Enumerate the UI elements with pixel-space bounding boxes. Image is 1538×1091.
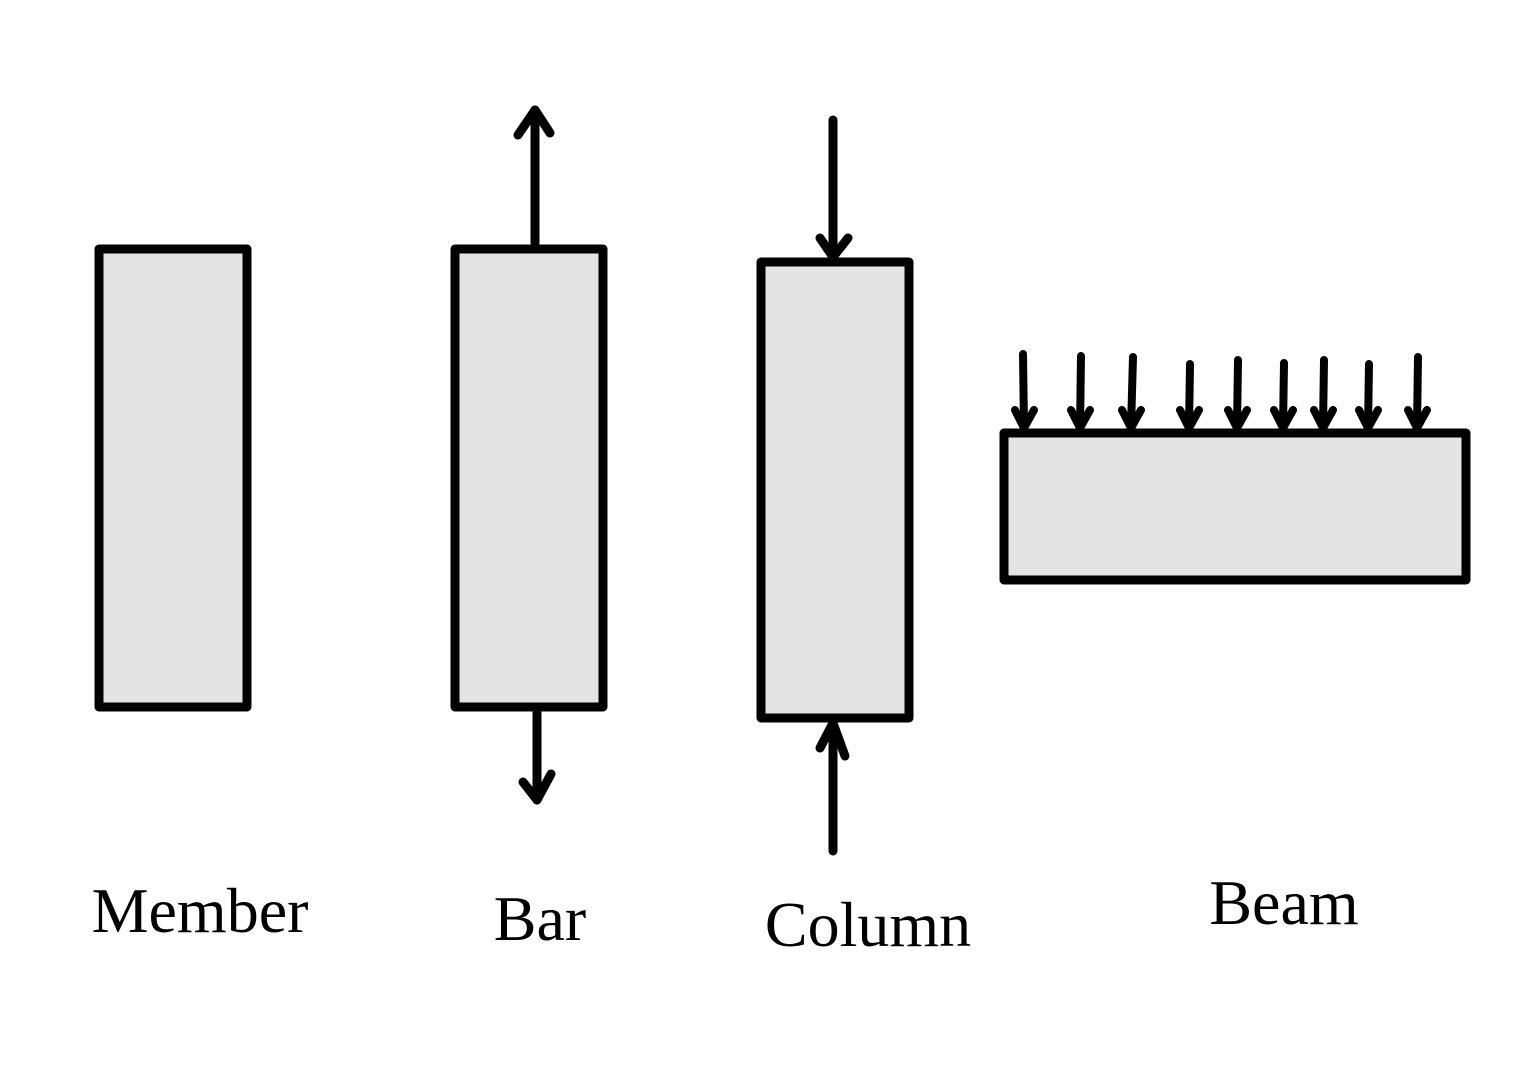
bar-body xyxy=(450,244,608,712)
load-arrow xyxy=(1011,350,1038,432)
beam-figure xyxy=(999,350,1471,585)
beam-label: Beam xyxy=(1209,867,1358,938)
bar-figure xyxy=(450,105,608,805)
member-figure xyxy=(94,244,252,712)
column-body xyxy=(756,257,914,723)
load-arrow xyxy=(1176,360,1203,432)
bar-tension-arrow-down xyxy=(518,708,556,805)
column-compression-arrow-bottom xyxy=(815,718,850,856)
column-label: Column xyxy=(765,889,971,960)
load-arrow xyxy=(1118,353,1145,432)
bar-label: Bar xyxy=(494,883,586,954)
beam-distributed-load-arrows xyxy=(1011,350,1431,432)
column-figure xyxy=(756,115,914,856)
beam-body xyxy=(999,428,1471,585)
bar-tension-arrow-up xyxy=(513,105,555,248)
load-arrow xyxy=(1310,356,1337,432)
member-label: Member xyxy=(92,875,309,946)
load-arrow xyxy=(1355,360,1382,432)
column-compression-arrow-top xyxy=(815,115,853,262)
member-body xyxy=(94,244,252,712)
load-arrow xyxy=(1404,353,1431,432)
load-arrow xyxy=(1270,359,1297,432)
load-arrow xyxy=(1067,352,1094,432)
load-arrow xyxy=(1224,356,1251,432)
